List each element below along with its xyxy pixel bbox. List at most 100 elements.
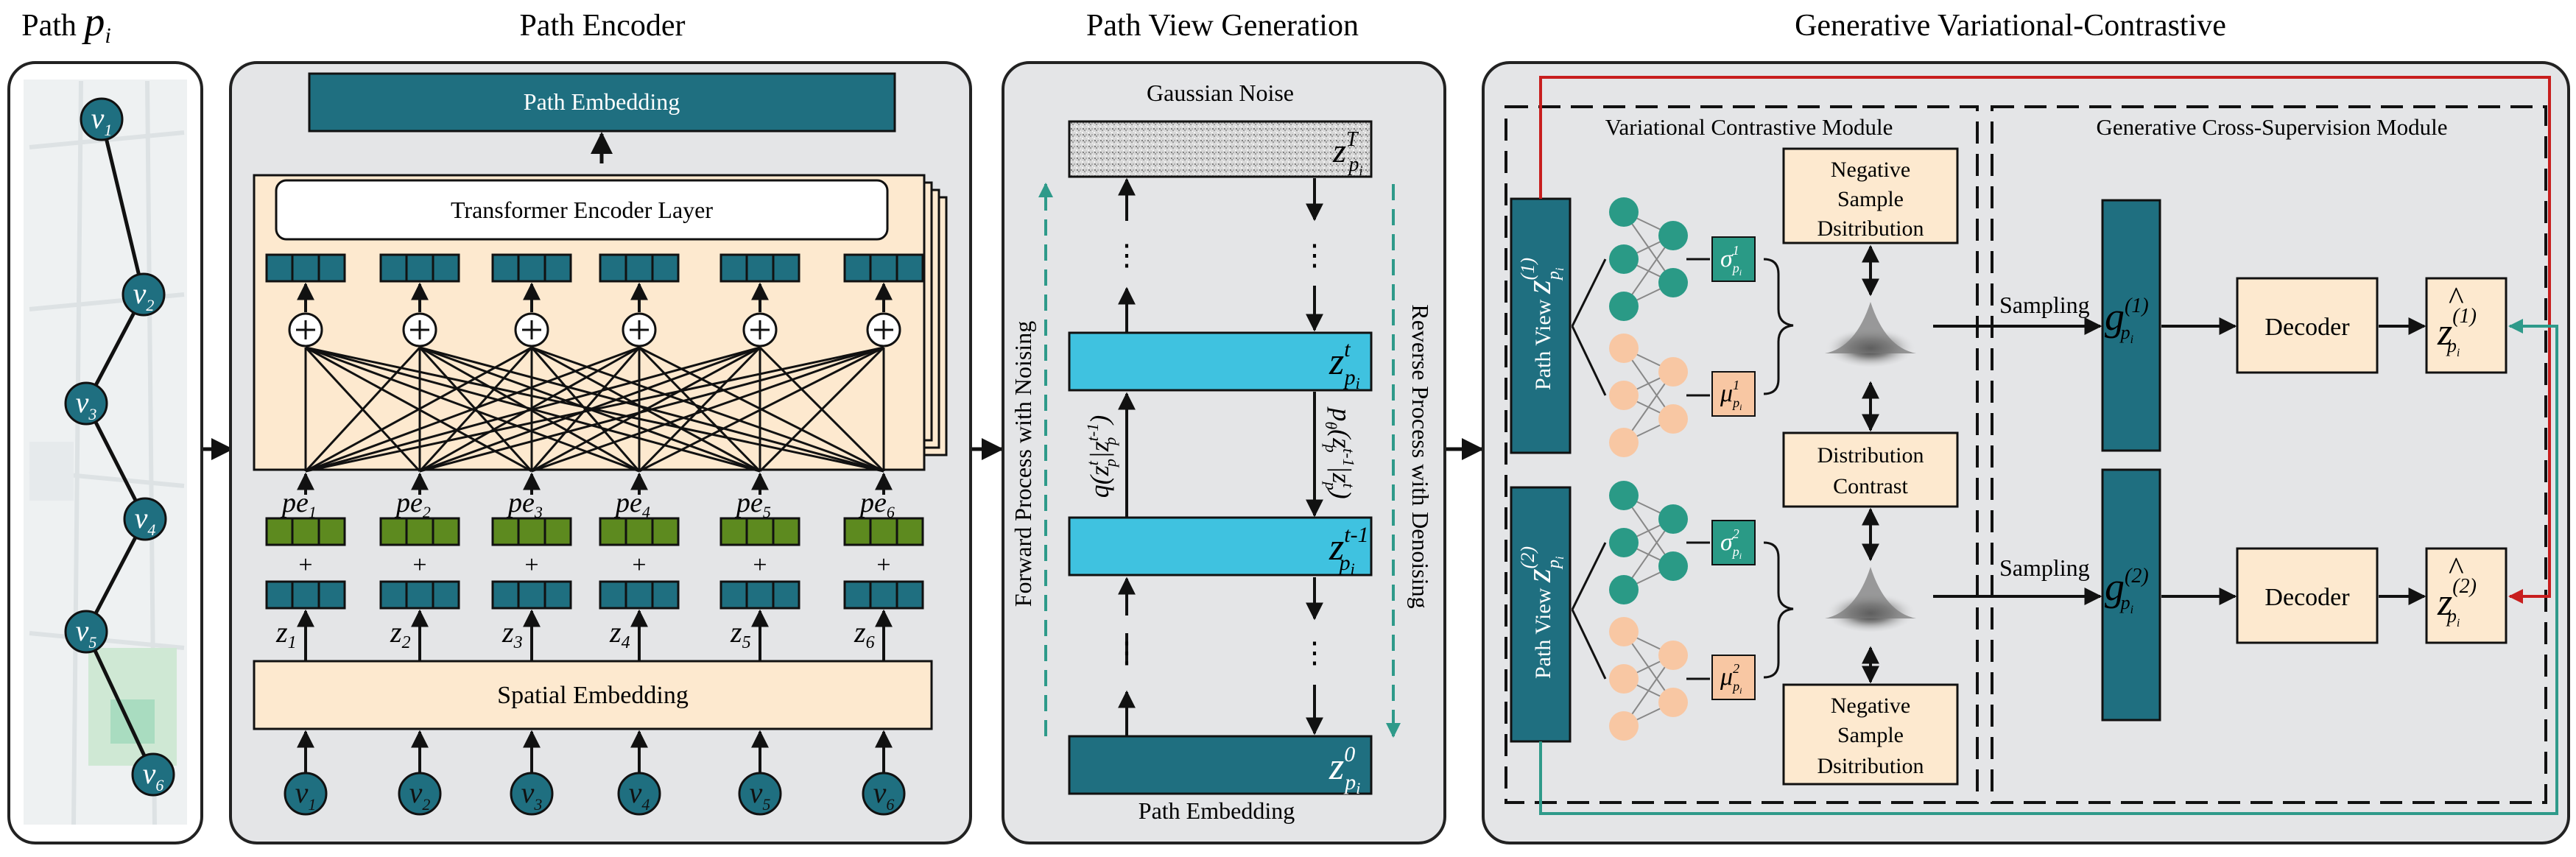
- z-token: [843, 580, 924, 610]
- input-node-label: v2: [409, 776, 431, 814]
- sigma-2-box: [1711, 520, 1756, 565]
- path-view-2-label: Path View z(2)pi: [1517, 546, 1566, 679]
- z0-box: [1068, 735, 1373, 795]
- input-node: v2: [398, 772, 442, 816]
- zhat-1-hat: ^: [2449, 281, 2464, 317]
- z-token: [719, 580, 800, 610]
- pe-label: pe2: [394, 487, 431, 521]
- path-node-3: v3: [64, 381, 108, 426]
- decoder-2-label: Decoder: [2264, 584, 2350, 611]
- path-embedding-box: [308, 72, 896, 133]
- negative-sample-bottom-line3: Dsitribution: [1817, 754, 1924, 778]
- input-node: v5: [738, 772, 782, 816]
- distribution-contrast-box: [1782, 431, 1959, 508]
- plus-sign: +: [524, 551, 538, 579]
- distribution-contrast-line1: Distribution: [1817, 443, 1924, 468]
- path-node-label: v4: [135, 501, 156, 539]
- zt-1-box: [1068, 516, 1373, 576]
- negative-sample-bottom-line2: Sample: [1837, 723, 1904, 747]
- negative-sample-top-line3: Dsitribution: [1817, 216, 1924, 241]
- vcm-dashed-box: [1505, 105, 1979, 804]
- pe-token: [491, 517, 572, 546]
- gvc-panel: [1482, 61, 2570, 844]
- pe-label: pe5: [734, 487, 771, 521]
- path-node-1: v1: [80, 97, 124, 141]
- path-node-label: v1: [91, 102, 113, 139]
- gaussian-noise-label: Gaussian Noise: [1147, 80, 1294, 106]
- encoder-net-2: [1571, 481, 1710, 741]
- spatial-embedding-box: [253, 660, 933, 730]
- z-label: z3: [502, 616, 523, 652]
- plus-sign: +: [412, 551, 426, 579]
- cross-supervision-teal: [1539, 319, 2558, 815]
- zt-box: [1068, 331, 1373, 392]
- path-node-label: v2: [133, 277, 155, 314]
- path-view-2-box: [1510, 486, 1572, 743]
- z-label: z1: [275, 616, 297, 652]
- spatial-embedding-label: Spatial Embedding: [497, 682, 689, 709]
- pe-label: pe6: [858, 487, 895, 521]
- z-token: [379, 580, 460, 610]
- panel-title-viewgen: Path View Generation: [1086, 9, 1359, 43]
- gcsm-title: Generative Cross-Supervision Module: [2097, 114, 2448, 140]
- path-node-label: v5: [76, 614, 97, 652]
- pe-label: pe3: [506, 487, 543, 521]
- g2-box: [2101, 468, 2161, 722]
- cross-supervision-red: [1539, 76, 2551, 604]
- input-node-label: v4: [629, 776, 650, 814]
- attention-connections: [304, 346, 885, 473]
- pe-token: [843, 517, 924, 546]
- encoder-net-1: [1571, 197, 1710, 457]
- plus-sign: +: [632, 551, 646, 579]
- input-node-label: v3: [521, 776, 543, 814]
- plus-sign: +: [753, 551, 767, 579]
- g1-box: [2101, 199, 2161, 452]
- viewgen-panel: [1002, 61, 1446, 844]
- transformer-label: Transformer Encoder Layer: [451, 197, 713, 223]
- decoder-2-box: [2236, 547, 2379, 644]
- dots-reverse-top: ⋮: [1300, 239, 1329, 272]
- z-label: z6: [854, 616, 875, 652]
- z-label: z4: [609, 616, 630, 652]
- encoder-path-embedding-label: Path Embedding: [524, 88, 680, 115]
- z-label: z5: [730, 616, 751, 652]
- path-route: [84, 119, 155, 776]
- decoder-1-label: Decoder: [2264, 314, 2350, 341]
- zhat-2-box: [2425, 547, 2508, 644]
- dots-forward-top: ⋮: [1112, 239, 1141, 272]
- plus-sign: +: [876, 551, 890, 579]
- mu-2-box: [1711, 655, 1756, 700]
- output-token: [379, 253, 460, 283]
- pe-token: [265, 517, 346, 546]
- pe-token: [379, 517, 460, 546]
- forward-process-label: Forward Process with Noising: [1010, 321, 1036, 607]
- g2-label: g(2)pi: [2105, 565, 2149, 616]
- output-token: [599, 253, 680, 283]
- pe-token: [599, 517, 680, 546]
- mu-1-box: [1711, 371, 1756, 417]
- pe-token: [719, 517, 800, 546]
- add-node: [866, 312, 901, 348]
- z-token: [599, 580, 680, 610]
- zhat-2-hat: ^: [2449, 551, 2464, 587]
- output-token: [843, 253, 924, 283]
- input-node-label: v6: [873, 776, 895, 814]
- decoder-1-box: [2236, 277, 2379, 374]
- input-node: v3: [510, 772, 554, 816]
- plus-sign: +: [298, 551, 312, 579]
- negative-sample-top-line1: Negative: [1831, 158, 1910, 182]
- sampling-label-2: Sampling: [1999, 554, 2090, 581]
- transformer-encoder-layer-box: [275, 179, 889, 241]
- add-node: [288, 312, 323, 348]
- input-node-label: v5: [750, 776, 771, 814]
- zhat-2-label: z(2)pi: [2437, 575, 2477, 629]
